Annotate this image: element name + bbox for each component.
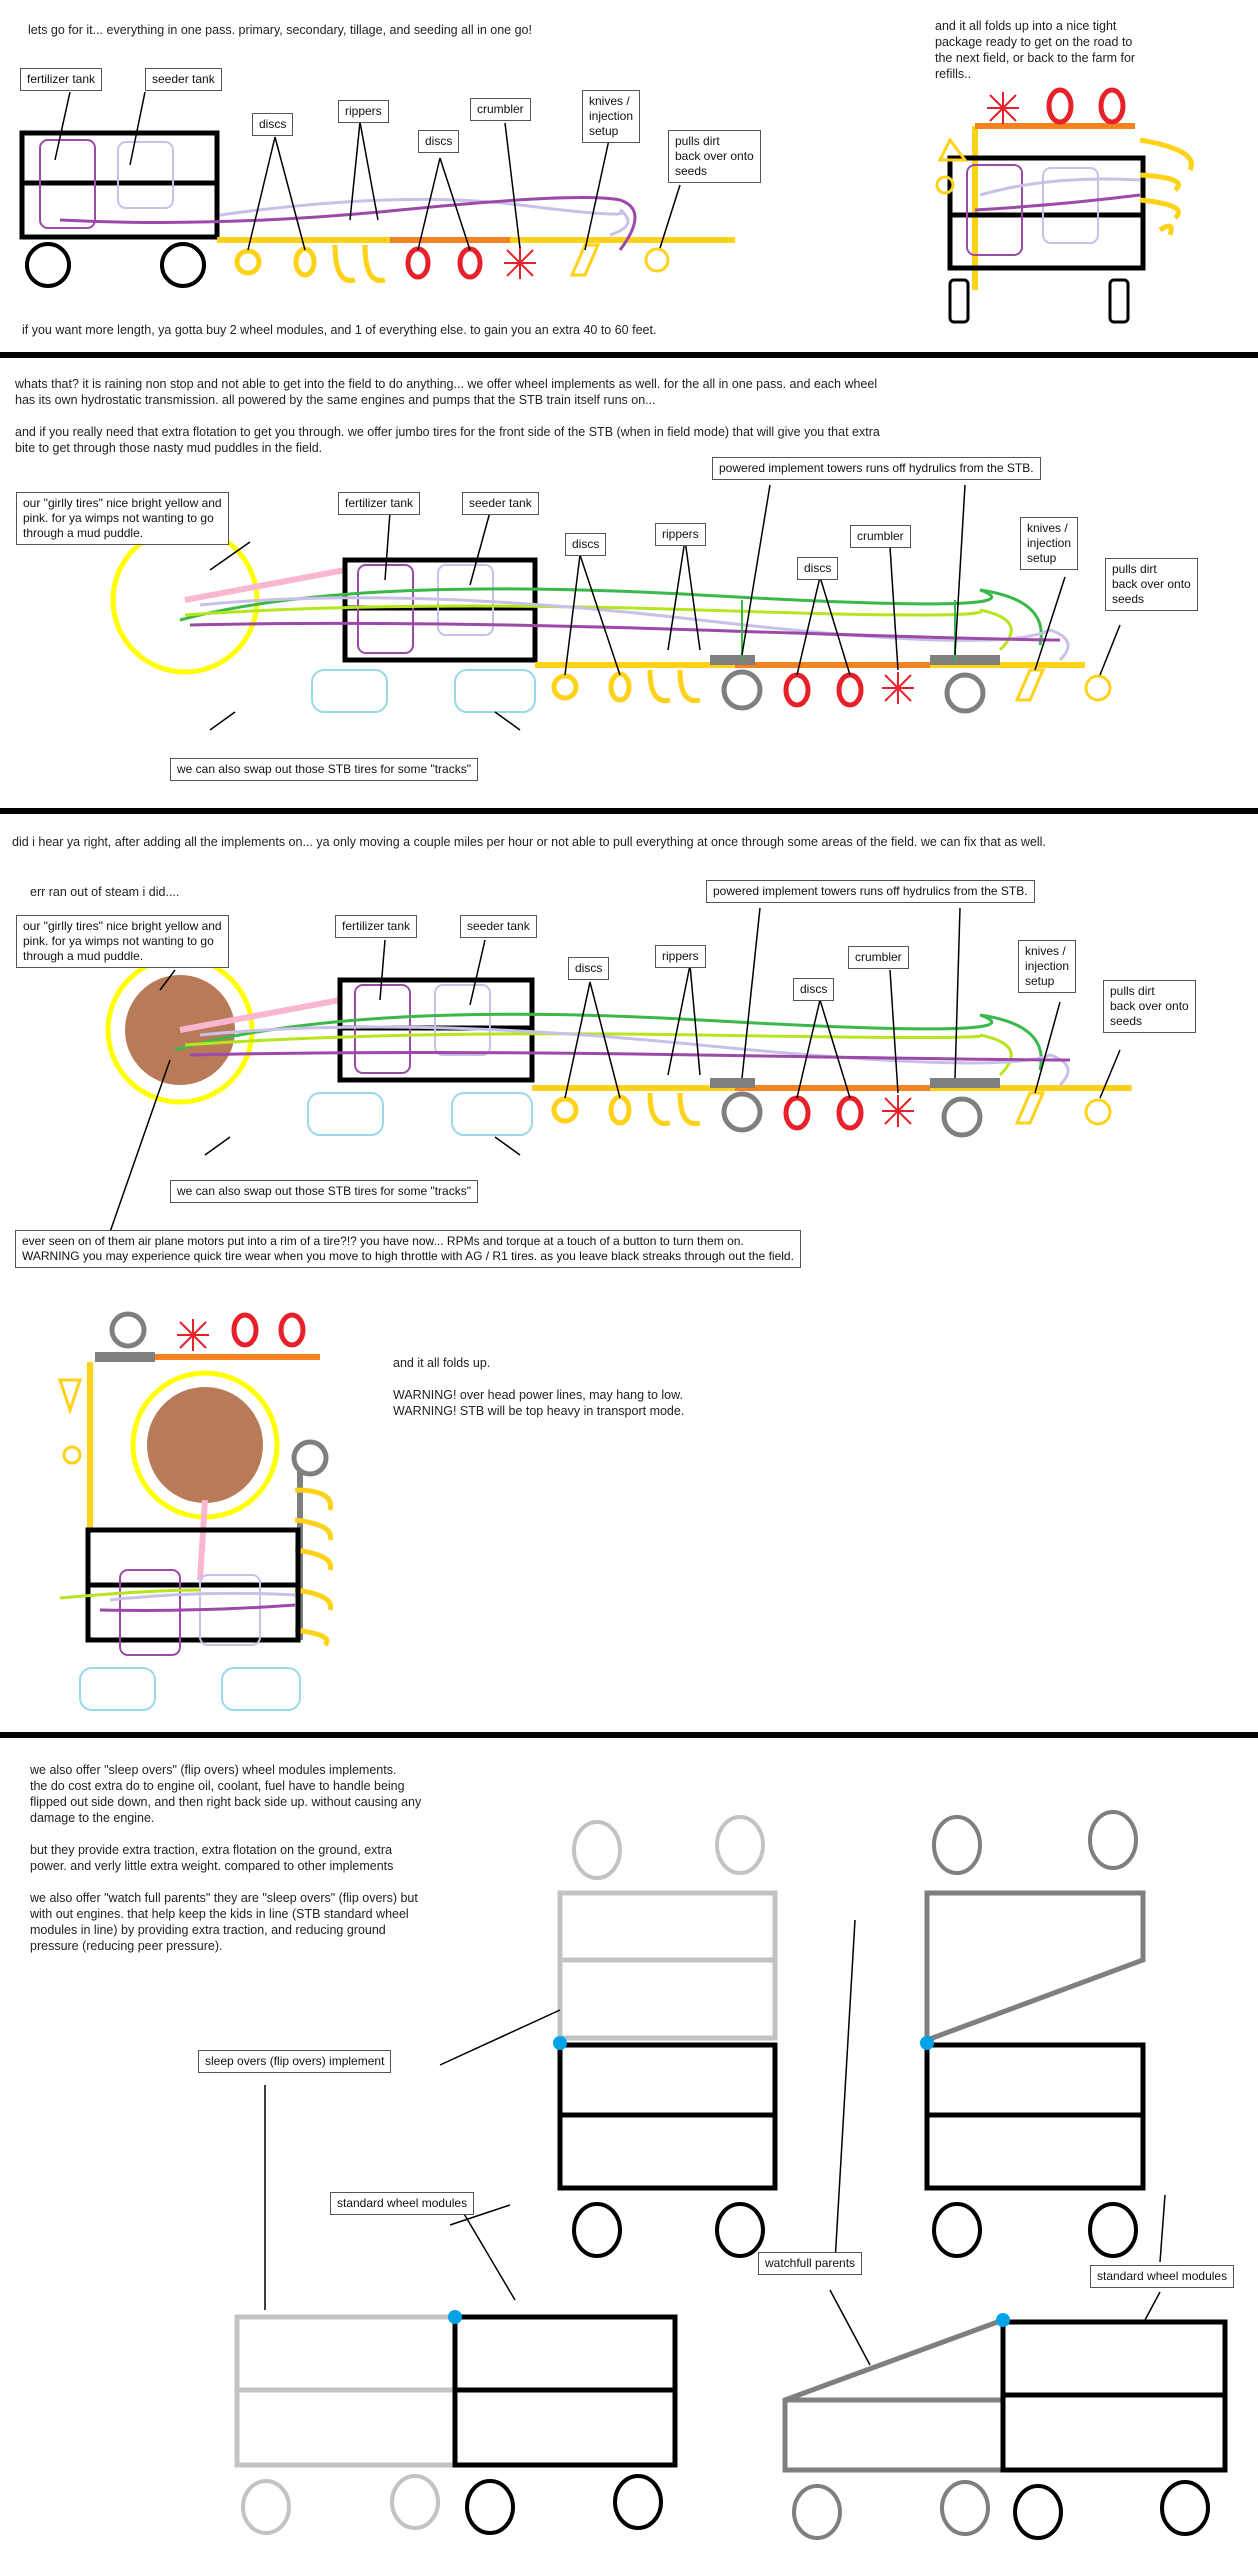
label-tracks: we can also swap out those STB tires for… <box>170 758 478 781</box>
ripper <box>332 244 356 284</box>
label-rippers: rippers <box>655 523 706 546</box>
label-pulls-dirt: pulls dirt back over onto seeds <box>668 130 761 183</box>
label-fertilizer-tank: fertilizer tank <box>338 492 421 515</box>
label-rippers: rippers <box>338 100 389 123</box>
crumbler <box>504 247 536 279</box>
label-knives: knives / injection setup <box>1020 517 1079 570</box>
label-girly-tires: our "girlly tires" nice bright yellow an… <box>16 492 229 545</box>
track <box>451 1092 533 1136</box>
section1-fold-note: and it all folds up into a nice tight pa… <box>935 19 1136 81</box>
powered-tower <box>710 655 755 665</box>
disc <box>457 246 483 280</box>
closing-wheel <box>644 247 670 273</box>
label-rippers: rippers <box>655 945 706 968</box>
label-powered-towers: powered implement towers runs off hydrul… <box>706 880 1035 903</box>
section3-intro: did i hear ya right, after adding all th… <box>12 835 1046 849</box>
folded-train-2 <box>57 1311 334 1711</box>
label-discs: discs <box>565 533 607 556</box>
implement-train-1 <box>19 91 735 288</box>
section-divider <box>0 808 1258 814</box>
label-standard-wheel-modules: standard wheel modules <box>330 2192 475 2215</box>
label-powered-towers: powered implement towers runs off hydrul… <box>712 457 1041 480</box>
label-seeder-tank: seeder tank <box>460 915 537 938</box>
section2-intro: whats that? it is raining non stop and n… <box>15 377 880 455</box>
label-tracks: we can also swap out those STB tires for… <box>170 1180 478 1203</box>
label-standard-wheel-modules: standard wheel modules <box>1090 2265 1235 2288</box>
label-fertilizer-tank: fertilizer tank <box>20 68 103 91</box>
label-knives: knives / injection setup <box>582 90 641 143</box>
label-knives: knives / injection setup <box>1018 940 1077 993</box>
label-discs: discs <box>568 957 610 980</box>
label-girly-tires: our "girlly tires" nice bright yellow an… <box>16 915 229 968</box>
label-airplane-motors: ever seen on of them air plane motors pu… <box>15 1230 801 1268</box>
disc <box>405 246 431 280</box>
folded-train-1 <box>935 87 1194 324</box>
seeder-tank <box>117 141 174 209</box>
label-pulls-dirt: pulls dirt back over onto seeds <box>1103 980 1196 1033</box>
track <box>311 669 388 713</box>
track <box>454 669 536 713</box>
label-seeder-tank: seeder tank <box>462 492 539 515</box>
label-fertilizer-tank: fertilizer tank <box>335 915 418 938</box>
ripper <box>362 244 386 284</box>
sleep-over-modules <box>234 1810 1228 2540</box>
powered-tower <box>930 655 1000 665</box>
label-crumbler: crumbler <box>470 98 531 121</box>
section1-bottom-note: if you want more length, ya gotta buy 2 … <box>22 323 657 337</box>
disc <box>293 246 317 278</box>
disc <box>234 248 262 276</box>
label-discs: discs <box>418 130 460 153</box>
fertilizer-tank <box>39 139 96 229</box>
wheel <box>25 242 71 288</box>
label-pulls-dirt: pulls dirt back over onto seeds <box>1105 558 1198 611</box>
section-divider <box>0 1732 1258 1738</box>
implement-train-3 <box>105 907 1132 1233</box>
section-divider <box>0 352 1258 358</box>
label-discs: discs <box>252 113 294 136</box>
section5-intro: we also offer "sleep overs" (flip overs)… <box>30 1763 422 1953</box>
track <box>307 1092 384 1136</box>
label-seeder-tank: seeder tank <box>145 68 222 91</box>
label-watchfull-parents: watchfull parents <box>758 2252 863 2275</box>
label-discs: discs <box>797 557 839 580</box>
label-discs: discs <box>793 978 835 1001</box>
label-sleep-overs: sleep overs (flip overs) implement <box>198 2050 392 2073</box>
wheel <box>160 242 206 288</box>
label-crumbler: crumbler <box>850 525 911 548</box>
section4-note: and it all folds up. WARNING! over head … <box>393 1356 685 1418</box>
label-crumbler: crumbler <box>848 946 909 969</box>
implement-train-2 <box>110 484 1121 731</box>
knife <box>569 243 601 277</box>
section1-intro: lets go for it... everything in one pass… <box>28 23 532 37</box>
section3-steam: err ran out of steam i did.... <box>30 885 180 899</box>
